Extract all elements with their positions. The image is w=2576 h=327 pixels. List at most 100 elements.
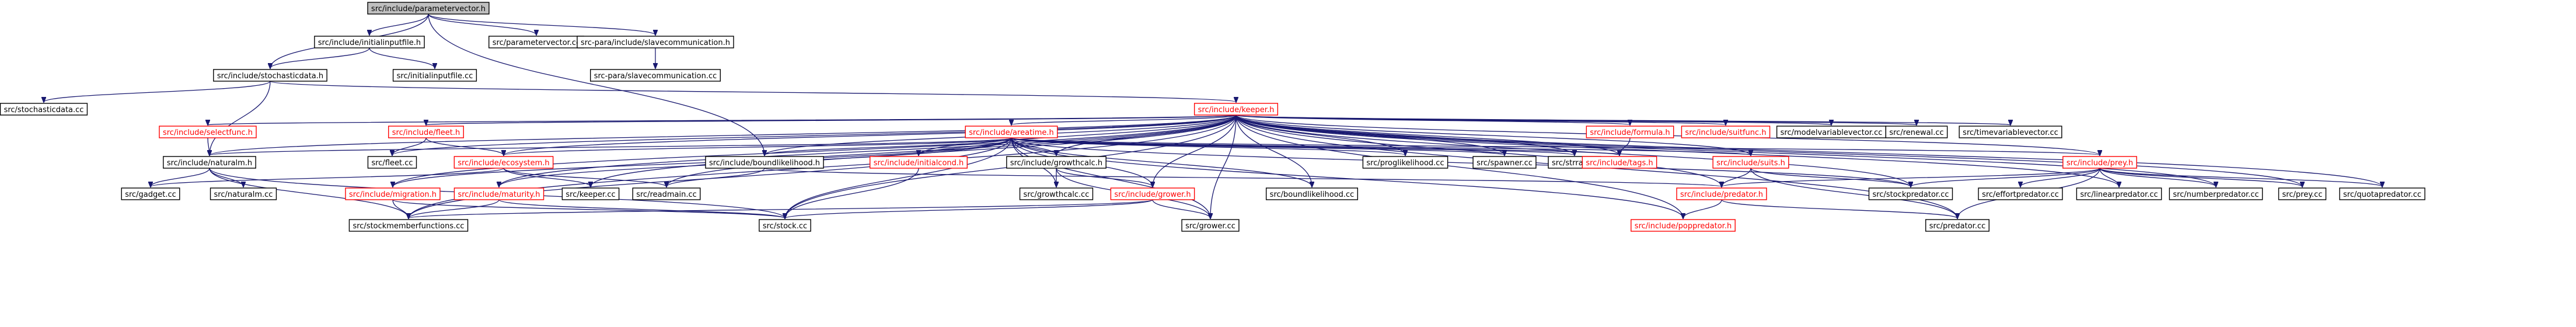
edge-n11-n19 xyxy=(504,137,1012,155)
edge-n21-n46 xyxy=(785,168,919,218)
node-src-include-poppredator-h[interactable]: src/include/poppredator.h xyxy=(1631,219,1736,232)
node-label: src/spawner.cc xyxy=(1477,159,1533,168)
node-label: src/timevariablevector.cc xyxy=(1963,128,2058,137)
node-src-include-naturalm-h[interactable]: src/include/naturalm.h xyxy=(163,156,256,169)
node-src-include-boundlikelihood-h[interactable]: src/include/boundlikelihood.h xyxy=(705,156,824,169)
edge-n19-n33 xyxy=(503,168,591,187)
node-box xyxy=(1265,187,1359,200)
node-src-gadget-cc[interactable]: src/gadget.cc xyxy=(121,187,180,200)
node-src-modelvariablevector-cc[interactable]: src/modelvariablevector.cc xyxy=(1776,126,1887,138)
edge-n28-n42 xyxy=(2099,168,2216,187)
node-src-naturalm-cc[interactable]: src/naturalm.cc xyxy=(210,187,277,200)
node-src-include-prey-h[interactable]: src/include/prey.h xyxy=(2062,156,2137,169)
node-src-boundlikelihood-cc[interactable]: src/boundlikelihood.cc xyxy=(1265,187,1359,200)
node-src-stockpredator-cc[interactable]: src/stockpredator.cc xyxy=(1868,187,1953,200)
node-src-include-initialinputfile-h[interactable]: src/include/initialinputfile.h xyxy=(314,36,425,48)
node-src-include-formula-h[interactable]: src/include/formula.h xyxy=(1586,126,1674,138)
node-src-quotapredator-cc[interactable]: src/quotapredator.cc xyxy=(2339,187,2425,200)
node-src-effortpredator-cc[interactable]: src/effortpredator.cc xyxy=(1978,187,2063,200)
node-label: src/include/grower.h xyxy=(1114,190,1191,199)
node-label: src/include/stochasticdata.h xyxy=(217,72,323,81)
node-label: src/stockpredator.cc xyxy=(1872,190,1949,199)
node-box xyxy=(1582,156,1657,169)
edge-n1-n4 xyxy=(270,47,370,68)
edge-n11-n23 xyxy=(1011,137,1405,155)
node-src-timevariablevector-cc[interactable]: src/timevariablevector.cc xyxy=(1959,126,2062,138)
node-src-proglikelihood-cc[interactable]: src/proglikelihood.cc xyxy=(1362,156,1448,169)
node-src-include-grower-h[interactable]: src/include/grower.h xyxy=(1110,187,1195,200)
node-src-include-growthcalc-h[interactable]: src/include/growthcalc.h xyxy=(1006,156,1107,169)
edge-n8-n44 xyxy=(1235,114,2382,187)
node-src-linearpredator-cc[interactable]: src/linearpredator.cc xyxy=(2076,187,2162,200)
node-src-grower-cc[interactable]: src/grower.cc xyxy=(1181,219,1240,232)
edge-n28-n39 xyxy=(1911,168,2100,187)
node-box xyxy=(1193,103,1279,116)
edge-n11-n39 xyxy=(1011,137,1911,187)
node-src-include-migration-h[interactable]: src/include/migration.h xyxy=(345,187,441,200)
node-src-include-parametervector-h[interactable]: src/include/parametervector.h xyxy=(367,2,490,15)
edge-n8-n27 xyxy=(1235,114,1751,155)
node-src-include-suits-h[interactable]: src/include/suits.h xyxy=(1712,156,1789,169)
edge-n11-n20 xyxy=(765,137,1012,155)
node-src-include-tags-h[interactable]: src/include/tags.h xyxy=(1582,156,1657,169)
node-label: src/include/suits.h xyxy=(1716,159,1785,168)
node-label: src/include/predator.h xyxy=(1680,190,1763,199)
node-box xyxy=(561,187,620,200)
node-label: src/growthcalc.cc xyxy=(1024,190,1090,199)
node-src-include-maturity-h[interactable]: src/include/maturity.h xyxy=(453,187,544,200)
node-src-readmain-cc[interactable]: src/readmain.cc xyxy=(632,187,701,200)
node-box xyxy=(632,187,701,200)
node-src-include-stochasticdata-h[interactable]: src/include/stochasticdata.h xyxy=(213,69,327,82)
node-src-stockmemberfunctions-cc[interactable]: src/stockmemberfunctions.cc xyxy=(348,219,469,232)
node-src-include-ecosystem-h[interactable]: src/include/ecosystem.h xyxy=(453,156,554,169)
node-label: src/predator.cc xyxy=(1929,222,1986,231)
edge-n32-n45 xyxy=(409,199,500,218)
node-box xyxy=(1019,187,1094,200)
node-label: src/include/initialinputfile.h xyxy=(318,39,421,47)
node-label: src/include/poppredator.h xyxy=(1635,222,1732,231)
node-src-include-areatime-h[interactable]: src/include/areatime.h xyxy=(965,126,1058,138)
node-src-stochasticdata-cc[interactable]: src/stochasticdata.cc xyxy=(0,103,88,116)
node-src-include-predator-h[interactable]: src/include/predator.h xyxy=(1676,187,1767,200)
node-src-spawner-cc[interactable]: src/spawner.cc xyxy=(1472,156,1537,169)
node-label: src/include/suitfunc.h xyxy=(1685,128,1766,137)
node-src-para-include-slavecommunication-h[interactable]: src-para/include/slavecommunication.h xyxy=(577,36,734,48)
node-label: src/include/prey.h xyxy=(2067,159,2133,168)
node-src-para-slavecommunication-cc[interactable]: src-para/slavecommunication.cc xyxy=(590,69,721,82)
node-box xyxy=(345,187,441,200)
node-src-include-fleet-h[interactable]: src/include/fleet.h xyxy=(388,126,464,138)
edge-n8-n37 xyxy=(1235,114,1312,187)
node-src-fleet-cc[interactable]: src/fleet.cc xyxy=(367,156,417,169)
node-label: src/stock.cc xyxy=(763,222,807,231)
node-src-predator-cc[interactable]: src/predator.cc xyxy=(1925,219,1989,232)
edge-n9-n17 xyxy=(208,137,210,155)
edge-n8-n11 xyxy=(1011,114,1237,125)
node-src-numberpredator-cc[interactable]: src/numberpredator.cc xyxy=(2169,187,2263,200)
node-box xyxy=(213,69,327,82)
edge-n11-n28 xyxy=(1011,137,2100,155)
node-src-initialinputfile-cc[interactable]: src/initialinputfile.cc xyxy=(392,69,477,82)
node-src-prey-cc[interactable]: src/prey.cc xyxy=(2278,187,2327,200)
node-src-renewal-cc[interactable]: src/renewal.cc xyxy=(1885,126,1948,138)
node-box xyxy=(1631,219,1736,232)
node-src-keeper-cc[interactable]: src/keeper.cc xyxy=(561,187,620,200)
node-label: src/modelvariablevector.cc xyxy=(1781,128,1883,137)
node-box xyxy=(1110,187,1195,200)
edge-n10-n19 xyxy=(425,137,504,155)
node-label: src/readmain.cc xyxy=(636,190,697,199)
node-src-stock-cc[interactable]: src/stock.cc xyxy=(759,219,811,232)
edge-n28-n38 xyxy=(1722,168,2100,187)
node-box xyxy=(367,156,417,169)
node-src-include-keeper-h[interactable]: src/include/keeper.h xyxy=(1193,103,1279,116)
node-src-include-suitfunc-h[interactable]: src/include/suitfunc.h xyxy=(1681,126,1771,138)
node-src-include-initialcond-h[interactable]: src/include/initialcond.h xyxy=(870,156,968,169)
node-src-include-selectfunc-h[interactable]: src/include/selectfunc.h xyxy=(159,126,257,138)
node-box xyxy=(2339,187,2425,200)
node-label: src/prey.cc xyxy=(2282,190,2323,199)
node-src-growthcalc-cc[interactable]: src/growthcalc.cc xyxy=(1019,187,1094,200)
node-label: src-para/include/slavecommunication.h xyxy=(581,39,730,47)
edge-n8-n9 xyxy=(208,114,1237,125)
edge-n31-n46 xyxy=(392,199,785,218)
node-src-parametervector-cc[interactable]: src/parametervector.cc xyxy=(488,36,584,48)
